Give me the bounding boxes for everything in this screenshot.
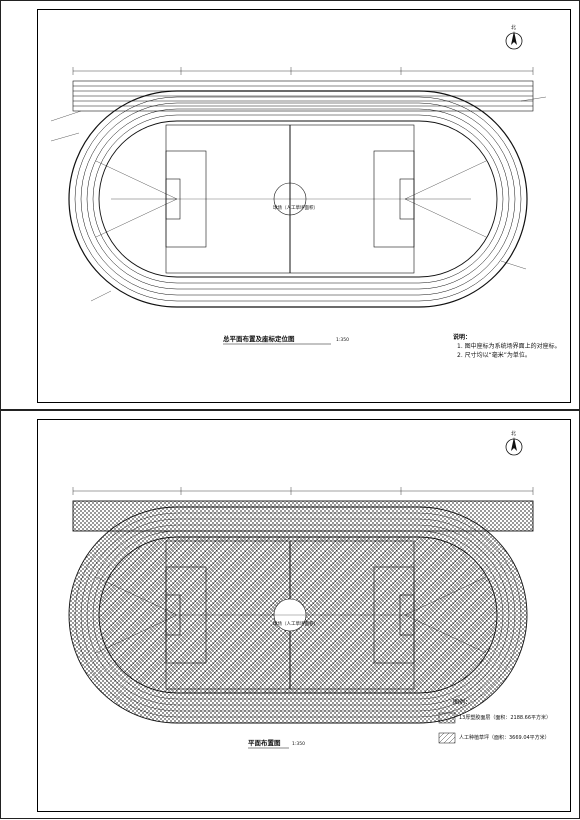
top-dimension-line — [72, 67, 534, 75]
running-track — [68, 90, 528, 308]
field-label-2: 球场（人工草坪面积） — [273, 620, 318, 627]
drawing-sheet-1: 北 — [0, 0, 580, 410]
sheet-1-frame — [37, 9, 571, 403]
leader-lines — [50, 96, 547, 302]
drawing-sheet-2: 北 — [0, 410, 580, 819]
north-label-2: 北 — [511, 430, 516, 437]
curve-radius-lines-2 — [95, 576, 487, 654]
north-arrow-icon — [505, 31, 523, 50]
field-label-1: 球场（人工草坪面积） — [273, 204, 318, 211]
note-1: 1. 图中座标为系统场界面上的对座标。 — [457, 343, 561, 350]
north-strip — [72, 80, 534, 112]
notes-heading: 说明： — [453, 334, 472, 341]
football-field — [165, 124, 415, 274]
legend-item-turf: 人工种植草坪（面积：3669.04平方米） — [459, 735, 550, 741]
legend-swatch-rubber — [438, 712, 456, 724]
legend-heading: 图例： — [453, 699, 472, 706]
plan-2-scale: 1:350 — [292, 741, 305, 747]
plan-2-title: 平面布置图 — [248, 738, 281, 747]
football-field-2 — [165, 540, 415, 690]
notes-block: 说明： 1. 图中座标为系统场界面上的对座标。 2. 尺寸均以“毫米”为单位。 — [453, 333, 561, 360]
curve-radius-lines — [95, 160, 487, 238]
legend-item-rubber: 13厚塑胶面层（面积：2188.66平方米） — [459, 715, 552, 721]
plan-1-scale: 1:350 — [336, 337, 349, 343]
note-2: 2. 尺寸均以“毫米”为单位。 — [457, 352, 531, 359]
track-surface-plan: 北 — [68, 430, 534, 749]
legend-swatch-turf — [438, 732, 456, 744]
plan-1-title: 总平面布置及座标定位图 — [223, 334, 295, 343]
north-arrow-icon — [505, 437, 523, 456]
north-label: 北 — [511, 24, 516, 31]
track-site-plan: 北 — [50, 24, 547, 345]
sheet-2-frame — [37, 419, 571, 812]
top-dimension-line-2 — [72, 487, 534, 495]
lane-lines-2 — [74, 512, 522, 718]
